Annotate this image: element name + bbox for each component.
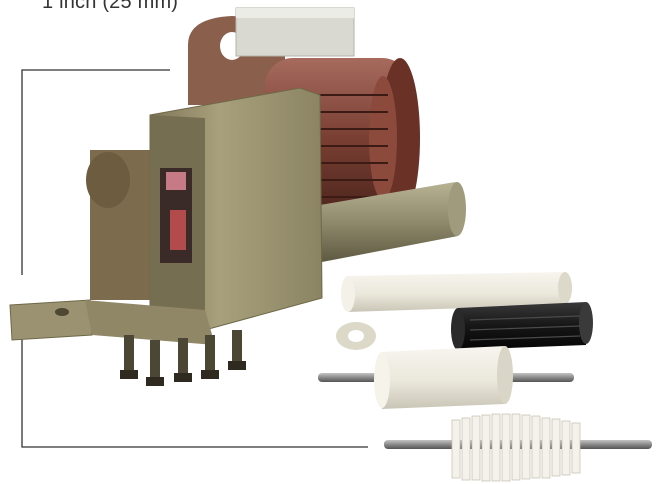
black-textured-roller [451, 302, 593, 350]
white-shaft-roller [318, 346, 574, 409]
washer [336, 322, 376, 350]
motor-drive-unit [9, 7, 466, 386]
white-bristle-brush [384, 413, 652, 482]
white-cylinder-roller [341, 272, 572, 312]
caption-text: 1 inch (25 mm) [42, 0, 179, 13]
